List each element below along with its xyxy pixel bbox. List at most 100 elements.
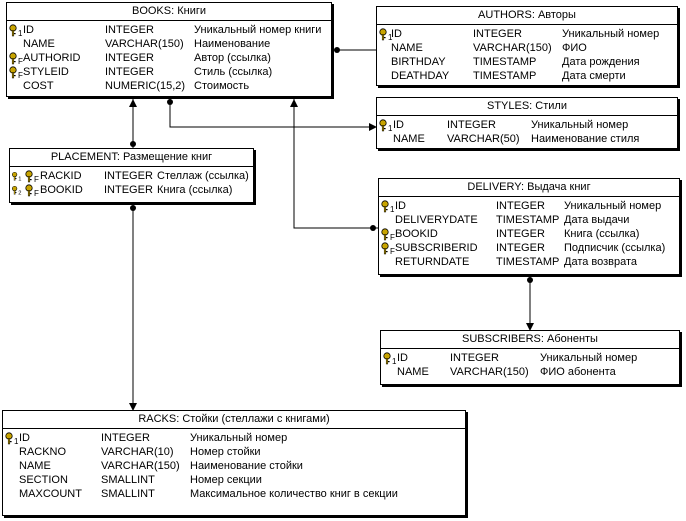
primary-key-icon: 1 — [8, 23, 26, 41]
svg-text:F: F — [34, 175, 39, 183]
column-name: ID — [391, 28, 402, 40]
entity-styles-title: STYLES: Стили — [377, 98, 677, 116]
foreign-key-icon: F — [8, 65, 26, 83]
column-desc: Стеллаж (ссылка) — [157, 170, 249, 182]
primary-key-icon: 1 — [378, 27, 396, 45]
column-desc: Книга (ссылка) — [564, 228, 640, 240]
svg-text:1: 1 — [18, 29, 23, 37]
column-row-birthday[interactable]: BIRTHDAY TIMESTAMP Дата рождения — [377, 55, 677, 69]
foreign-key-icon: F — [380, 241, 398, 259]
rel-placement-racks — [129, 203, 137, 411]
column-type: INTEGER — [104, 170, 153, 182]
entity-delivery-title: DELIVERY: Выдача книг — [379, 179, 679, 197]
column-desc: Наименование — [194, 38, 271, 50]
column-name: NAME — [19, 460, 51, 472]
rel-delivery-subscribers — [526, 275, 534, 331]
column-type: TIMESTAMP — [473, 56, 537, 68]
primary-key-icon: 1 — [380, 199, 398, 217]
svg-text:F: F — [390, 233, 395, 241]
column-desc: Наименование стойки — [190, 460, 303, 472]
svg-text:1: 1 — [388, 124, 393, 132]
column-name: BOOKID — [395, 228, 438, 240]
column-name: NAME — [391, 42, 423, 54]
column-desc: Уникальный номер — [531, 119, 629, 131]
column-name: STYLEID — [23, 66, 69, 78]
column-type: INTEGER — [496, 228, 545, 240]
column-name: RETURNDATE — [395, 256, 470, 268]
column-name: ID — [397, 352, 408, 364]
entity-authors-title: AUTHORS: Авторы — [377, 7, 677, 25]
column-desc: Автор (ссылка) — [194, 52, 271, 64]
column-type: VARCHAR(10) — [101, 446, 174, 458]
primary-key-icon: 1 — [378, 118, 396, 136]
svg-text:2: 2 — [18, 190, 21, 196]
column-name: BIRTHDAY — [391, 56, 446, 68]
column-desc: Максимальное количество книг в секции — [190, 488, 398, 500]
column-type: INTEGER — [473, 28, 522, 40]
column-desc: Уникальный номер — [540, 352, 638, 364]
column-desc: ФИО абонента — [540, 366, 616, 378]
column-name: NAME — [23, 38, 55, 50]
svg-text:1: 1 — [392, 357, 397, 365]
rel-books-authors — [325, 46, 376, 54]
column-name: DEATHDAY — [391, 70, 450, 82]
column-desc: Уникальный номер — [562, 28, 660, 40]
column-name: SUBSCRIBERID — [395, 242, 478, 254]
entity-subscribers-title: SUBSCRIBERS: Абоненты — [381, 331, 679, 349]
column-type: INTEGER — [105, 24, 154, 36]
column-type: INTEGER — [105, 52, 154, 64]
column-type: SMALLINT — [101, 474, 155, 486]
foreign-key-icon: F — [8, 51, 26, 69]
column-desc: ФИО — [562, 42, 587, 54]
column-desc: Уникальный номер — [190, 432, 288, 444]
column-type: INTEGER — [496, 200, 545, 212]
column-desc: Стоимость — [194, 80, 250, 92]
column-desc: Подписчик (ссылка) — [564, 242, 666, 254]
column-type: SMALLINT — [101, 488, 155, 500]
column-desc: Дата рождения — [562, 56, 640, 68]
column-name: ID — [19, 432, 30, 444]
primary-key-icon: 1 — [382, 351, 400, 369]
column-name: RACKNO — [19, 446, 67, 458]
svg-text:F: F — [18, 57, 23, 65]
